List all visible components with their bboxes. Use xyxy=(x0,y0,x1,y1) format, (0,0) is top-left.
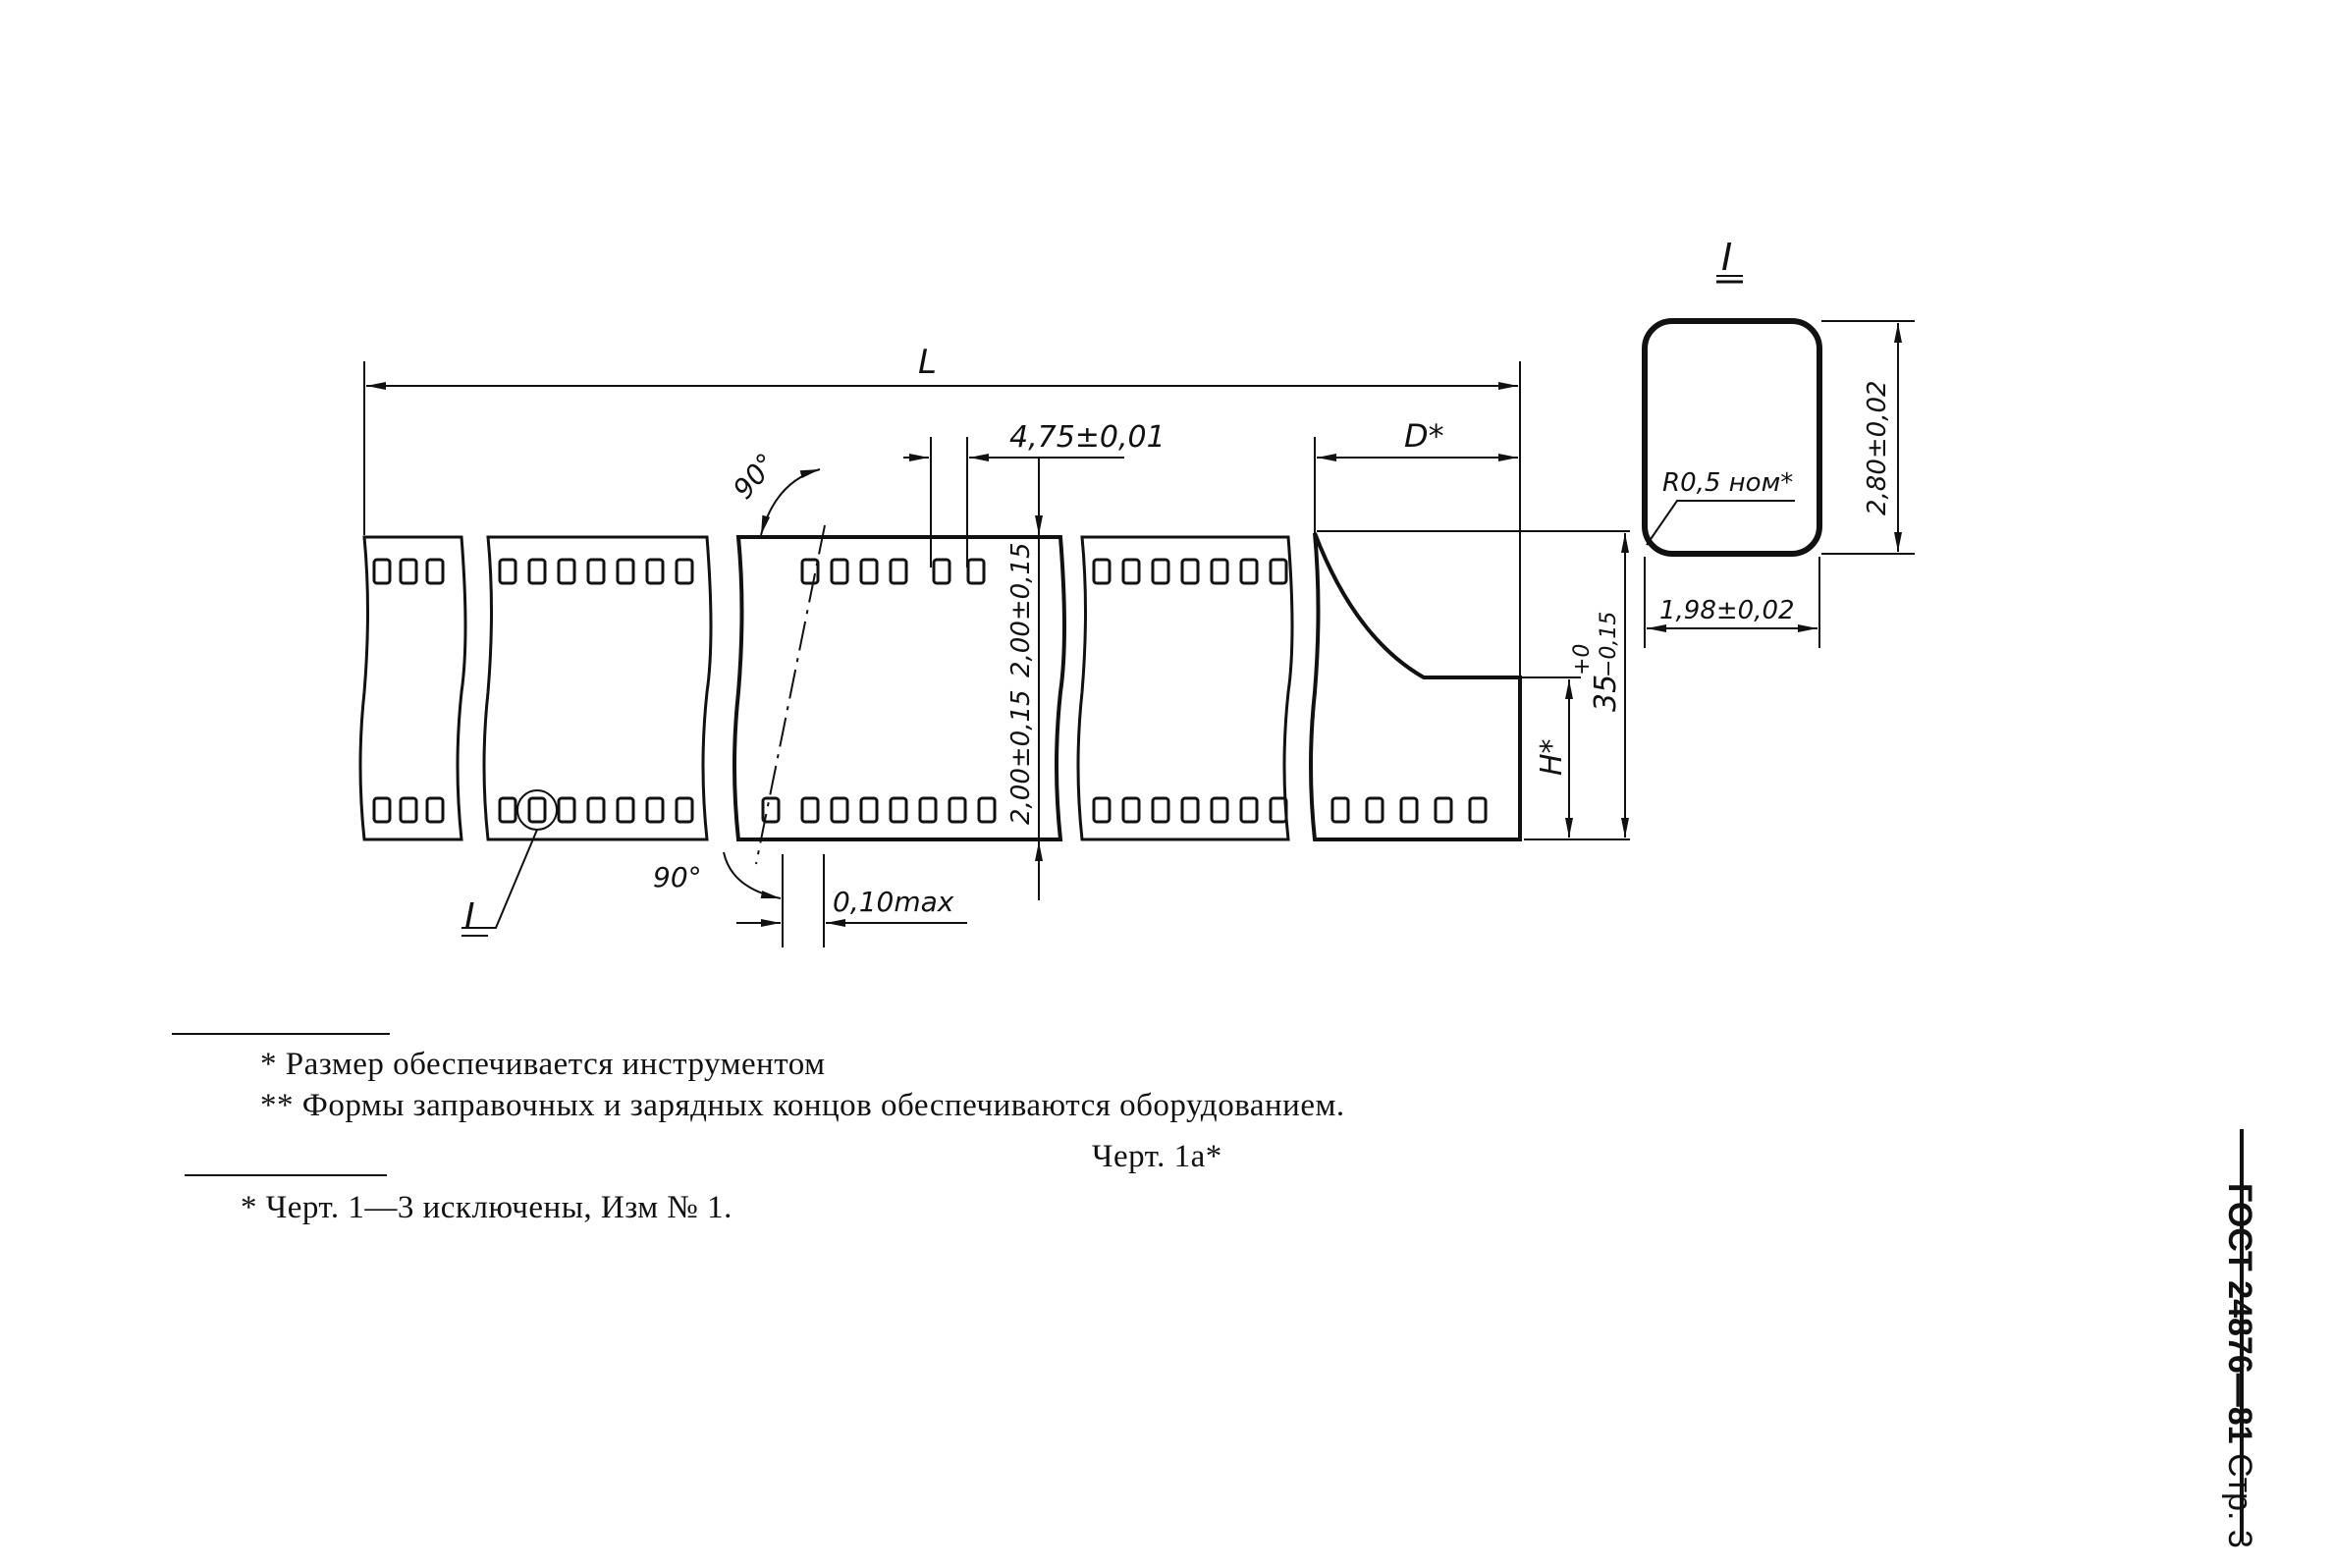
label-radius: R0,5 ном* xyxy=(1662,468,1793,498)
label-detail-bottom: I xyxy=(464,896,475,937)
note-asterisk-1: * Размер обеспечивается инструментом xyxy=(260,1047,826,1082)
label-edge-upper: 2,00±0,15 xyxy=(1006,542,1036,677)
label-H: H* xyxy=(1535,738,1569,776)
label-L: L xyxy=(918,343,937,382)
note-asterisk-2: ** Формы заправочных и зарядных концов о… xyxy=(260,1088,1345,1123)
sidebar-rule xyxy=(2240,1129,2244,1541)
note-rule-2 xyxy=(185,1174,387,1176)
note-rule-1 xyxy=(172,1033,390,1035)
figure-caption: Черт. 1а* xyxy=(1092,1139,1222,1174)
label-max: 0,10max xyxy=(833,886,954,918)
label-35-tol-lower: −0,15 xyxy=(1597,612,1621,677)
label-D: D* xyxy=(1404,417,1444,455)
label-height-280: 2,80±0,02 xyxy=(1863,380,1892,515)
dimension-labels: L 4,75±0,01 D* I R0,5 ном* 1,98±0,02 2,8… xyxy=(464,236,1892,937)
label-35: 35 xyxy=(1589,675,1623,712)
label-edge-lower: 2,00±0,15 xyxy=(1006,689,1036,825)
label-angle-bottom: 90° xyxy=(653,861,702,893)
dimension-lines xyxy=(363,275,1915,947)
label-detail-top: I xyxy=(1721,236,1732,279)
page-number: Стр. 3 xyxy=(2221,1453,2258,1548)
detail-circle xyxy=(516,789,558,831)
standard-number: ГОСТ 24876—81 xyxy=(2221,1183,2258,1444)
film-segment-4 xyxy=(1076,535,1294,841)
page-header: ГОСТ 24876—81 Стр. 3 xyxy=(2220,1183,2258,1556)
film-segment-3 xyxy=(732,535,1066,841)
film-strip xyxy=(358,532,1522,841)
film-leader-end xyxy=(1309,532,1522,841)
film-segment-2 xyxy=(482,535,713,841)
label-pitch: 4,75±0,01 xyxy=(1009,420,1166,455)
perforation-detail xyxy=(1642,318,1822,557)
label-width-198: 1,98±0,02 xyxy=(1659,596,1795,625)
label-angle-top: 90° xyxy=(727,447,783,505)
footnote: * Черт. 1—3 исключены, Изм № 1. xyxy=(241,1190,732,1225)
detail-leader xyxy=(461,829,538,929)
perforations xyxy=(372,558,1488,824)
label-35-tol-upper: +0 xyxy=(1570,644,1595,676)
film-segment-1 xyxy=(358,535,467,841)
